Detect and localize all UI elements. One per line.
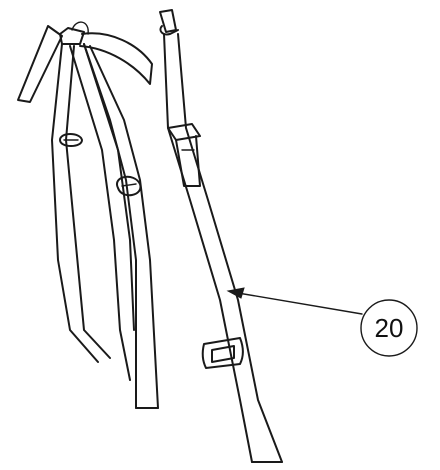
callout-number: 20 (375, 313, 404, 343)
callout-circle (360, 299, 418, 357)
right-long-strap (159, 9, 283, 463)
arrowhead-icon (226, 287, 245, 299)
left-strap-assembly (17, 21, 159, 409)
callout-leader (226, 287, 363, 315)
callout-marker: 20 (360, 299, 418, 357)
